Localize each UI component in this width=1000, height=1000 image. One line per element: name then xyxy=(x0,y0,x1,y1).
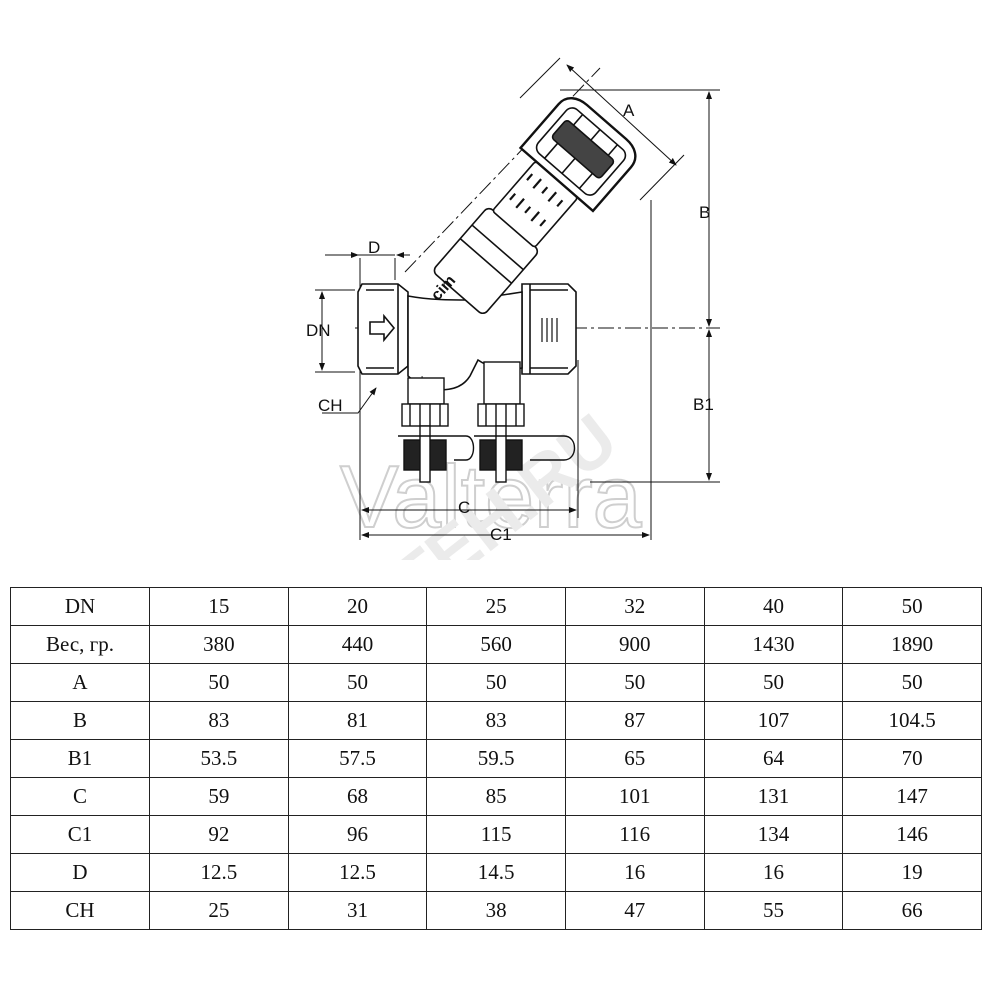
table-cell: 20 xyxy=(287,587,428,626)
dimension-labels: A B B1 C C1 D DN CH xyxy=(306,101,714,544)
bonnet-and-handwheel xyxy=(433,97,637,315)
row-header: B xyxy=(10,701,150,740)
test-ports xyxy=(398,361,576,483)
table-cell: 50 xyxy=(426,663,566,702)
table-cell: 440 xyxy=(287,625,428,664)
table-cell: 25 xyxy=(426,587,566,626)
right-threaded-end xyxy=(521,283,577,375)
table-cell: 147 xyxy=(842,777,982,816)
table-cell: 55 xyxy=(703,891,844,930)
table-cell: 16 xyxy=(703,853,844,892)
label-B: B xyxy=(699,203,710,222)
table-cell: 96 xyxy=(287,815,428,854)
table-cell: 900 xyxy=(564,625,705,664)
table-cell: 50 xyxy=(842,587,982,626)
table-cell: 59 xyxy=(149,777,289,816)
table-cell: 1890 xyxy=(842,625,982,664)
table-cell: 32 xyxy=(564,587,705,626)
row-header: CH xyxy=(10,891,150,930)
table-cell: 92 xyxy=(149,815,289,854)
flow-arrow-icon xyxy=(369,313,396,343)
table-cell: 16 xyxy=(564,853,705,892)
table-cell: 15 xyxy=(149,587,289,626)
table-cell: 104.5 xyxy=(842,701,982,740)
table-cell: 31 xyxy=(287,891,428,930)
table-cell: 85 xyxy=(426,777,566,816)
table-cell: 1430 xyxy=(703,625,844,664)
table-cell: 38 xyxy=(426,891,566,930)
label-B1: B1 xyxy=(693,395,714,414)
table-cell: 115 xyxy=(426,815,566,854)
table-cell: 380 xyxy=(149,625,289,664)
table-cell: 50 xyxy=(703,663,844,702)
table-cell: 50 xyxy=(842,663,982,702)
label-CH: CH xyxy=(318,396,343,415)
table-cell: 50 xyxy=(149,663,289,702)
label-D: D xyxy=(368,238,380,257)
label-C1: C1 xyxy=(490,525,512,544)
table-cell: 101 xyxy=(564,777,705,816)
table-cell: 64 xyxy=(703,739,844,778)
table-cell: 59.5 xyxy=(426,739,566,778)
table-cell: 68 xyxy=(287,777,428,816)
row-header: Вес, гр. xyxy=(10,625,150,664)
table-cell: 40 xyxy=(703,587,844,626)
table-cell: 25 xyxy=(149,891,289,930)
table-cell: 65 xyxy=(564,739,705,778)
table-cell: 12.5 xyxy=(149,853,289,892)
dimension-lines xyxy=(319,64,712,538)
label-C: C xyxy=(458,498,470,517)
row-header: C xyxy=(10,777,150,816)
row-header: B1 xyxy=(10,739,150,778)
row-header: C1 xyxy=(10,815,150,854)
table-cell: 131 xyxy=(703,777,844,816)
table-cell: 53.5 xyxy=(149,739,289,778)
watermark: Valterra SANTEH.RU xyxy=(261,399,642,560)
table-cell: 107 xyxy=(703,701,844,740)
table-cell: 50 xyxy=(564,663,705,702)
label-DN: DN xyxy=(306,321,331,340)
table-cell: 116 xyxy=(564,815,705,854)
table-cell: 83 xyxy=(426,701,566,740)
table-cell: 134 xyxy=(703,815,844,854)
table-cell: 83 xyxy=(149,701,289,740)
table-cell: 66 xyxy=(842,891,982,930)
table-cell: 87 xyxy=(564,701,705,740)
table-cell: 146 xyxy=(842,815,982,854)
row-header: D xyxy=(10,853,150,892)
table-cell: 560 xyxy=(426,625,566,664)
table-cell: 81 xyxy=(287,701,428,740)
table-cell: 57.5 xyxy=(287,739,428,778)
table-cell: 70 xyxy=(842,739,982,778)
table-cell: 12.5 xyxy=(287,853,428,892)
table-cell: 50 xyxy=(287,663,428,702)
row-header: DN xyxy=(10,587,150,626)
table-cell: 19 xyxy=(842,853,982,892)
table-cell: 14.5 xyxy=(426,853,566,892)
table-cell: 47 xyxy=(564,891,705,930)
row-header: A xyxy=(10,663,150,702)
valve-technical-drawing: Valterra SANTEH.RU A B B1 xyxy=(261,57,720,560)
label-A: A xyxy=(623,101,635,120)
